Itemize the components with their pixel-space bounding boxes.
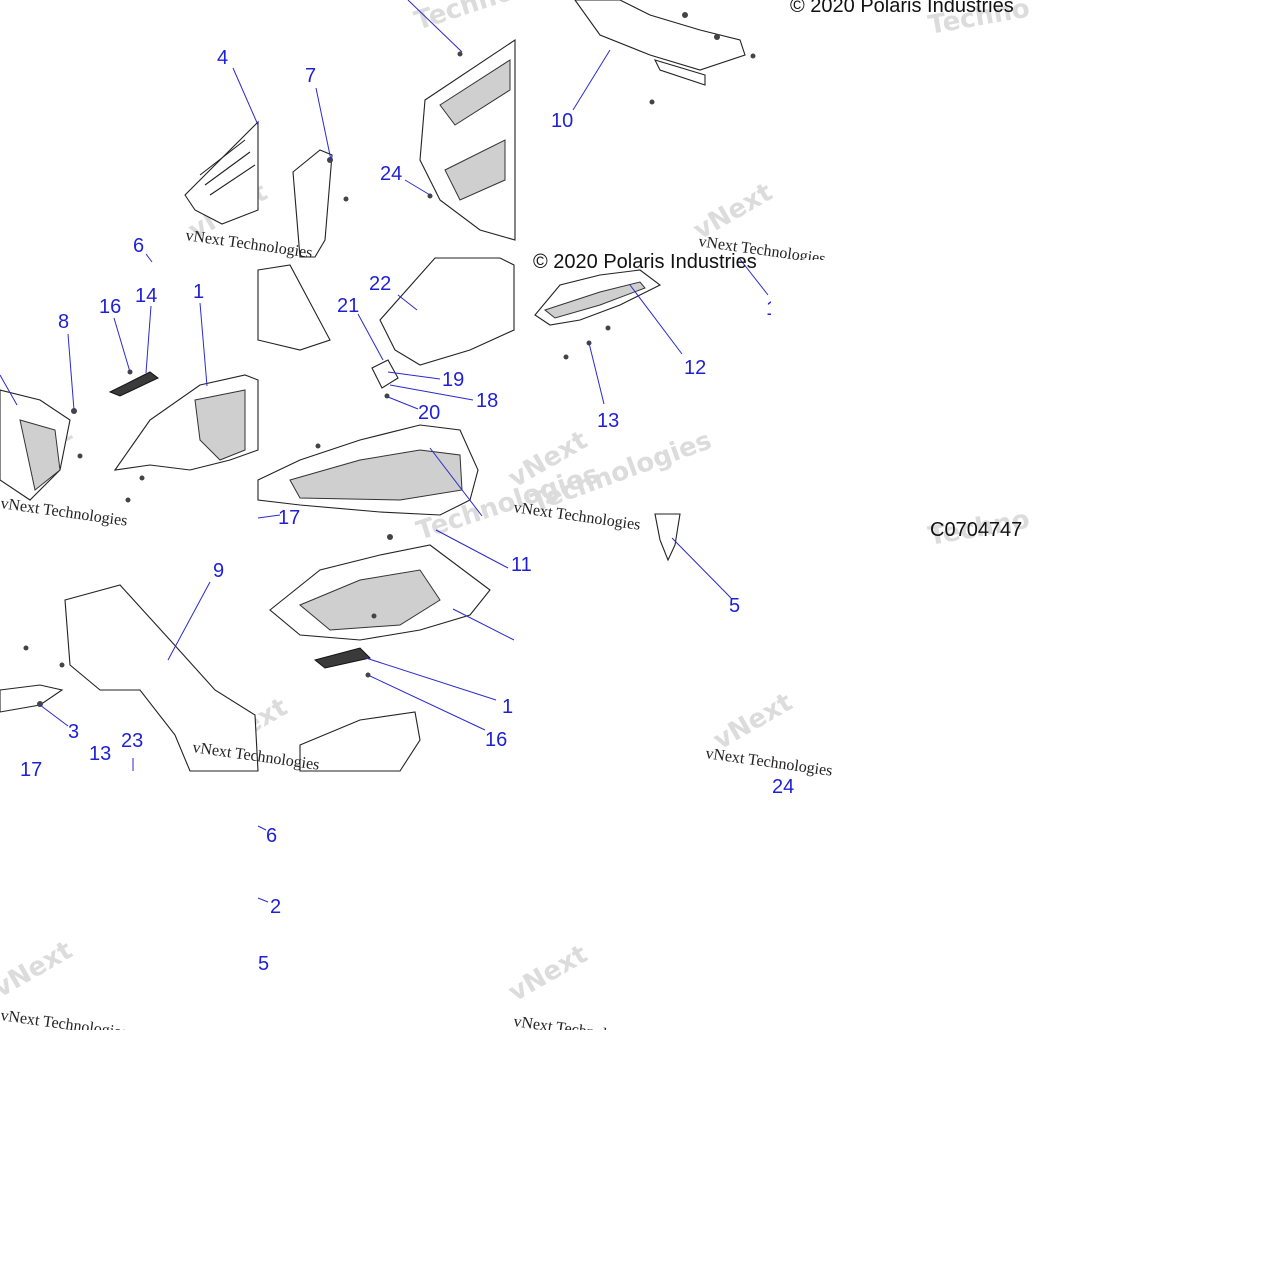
fastener-icon xyxy=(457,51,463,57)
front-bumper-part xyxy=(574,0,746,71)
footrest-tread-right-part xyxy=(313,647,371,669)
callout-number: 4 xyxy=(217,47,228,69)
fastener-icon xyxy=(23,645,29,651)
tile-row2-left xyxy=(0,264,331,503)
diagram-code: C0704747 xyxy=(930,519,1022,541)
fastener-icon xyxy=(327,157,333,163)
callout-number: 1 xyxy=(502,696,513,718)
watermark-text: vNext Technologies xyxy=(184,227,313,262)
watermark-light: vNext xyxy=(709,687,798,756)
callout-number: 16 xyxy=(99,296,121,318)
fastener-icon xyxy=(387,534,393,540)
fastener-icon xyxy=(77,453,83,459)
copyright-text: © 2020 Polaris Industries xyxy=(790,0,1014,17)
callout-number: 7 xyxy=(305,65,316,87)
callout-number: 5 xyxy=(729,595,740,617)
callout-number: 24 xyxy=(772,776,794,798)
rear-fender-shade-part xyxy=(194,389,246,461)
fastener-icon xyxy=(605,325,611,331)
callout-number: 13 xyxy=(89,743,111,765)
skid-plate-shade-part xyxy=(543,281,646,319)
tile-row3-left xyxy=(0,584,259,772)
callout-number: 10 xyxy=(551,110,573,132)
latch-part xyxy=(371,359,399,389)
hood-shade-part xyxy=(439,59,511,126)
bumper-detail-part xyxy=(653,59,706,86)
grille-lines-part xyxy=(199,139,256,196)
callout-number: 11 xyxy=(511,554,532,576)
callout-number: 2 xyxy=(270,896,281,918)
blank-area xyxy=(0,1030,1285,1285)
fastener-icon xyxy=(649,99,655,105)
fastener-icon xyxy=(371,613,377,619)
tile-row2-right xyxy=(534,269,662,360)
floor-panel-part xyxy=(257,264,331,351)
fastener-icon xyxy=(714,34,720,40)
callout-number: 22 xyxy=(369,273,391,295)
rocker-panel-part xyxy=(0,684,64,713)
callout-number: 5 xyxy=(258,953,269,975)
fender-flare-part xyxy=(654,513,681,562)
watermark-light: Technologies xyxy=(411,0,601,37)
fastener-icon xyxy=(343,196,349,202)
callout-number: 18 xyxy=(476,390,498,412)
callout-number: 21 xyxy=(337,295,359,317)
tile-top-left xyxy=(184,120,259,225)
callout-number: 17 xyxy=(278,507,300,529)
fastener-icon xyxy=(365,672,371,678)
blank-area xyxy=(771,260,1030,514)
side-panel-part xyxy=(64,584,259,772)
fastener-icon xyxy=(125,497,131,503)
leader-lines xyxy=(0,0,769,903)
callout-number: 9 xyxy=(213,560,224,582)
callout-number: 1 xyxy=(193,281,204,303)
fastener-icon xyxy=(71,408,77,414)
rocker-right-part xyxy=(299,711,421,772)
callout-number: 8 xyxy=(58,311,69,333)
callout-number: 16 xyxy=(485,729,507,751)
fender-left-shade-part xyxy=(19,419,61,491)
tile-row3-middle xyxy=(269,534,491,772)
watermark-text: vNext Technologies xyxy=(0,495,128,530)
access-panel-part xyxy=(379,257,515,366)
tile-top-right xyxy=(574,0,756,105)
watermark-light: vNext xyxy=(504,939,593,1008)
watermark-light: vNext xyxy=(0,935,78,1004)
fastener-icon xyxy=(682,12,688,18)
callout-number: 6 xyxy=(133,235,144,257)
callout-number: 13 xyxy=(597,410,619,432)
floor-frame-shade-part xyxy=(289,449,463,501)
fastener-icon xyxy=(139,475,145,481)
callout-number: 19 xyxy=(442,369,464,391)
callout-number: 14 xyxy=(135,285,157,307)
watermark-text: vNext Technologies xyxy=(512,499,641,534)
callout-number: 20 xyxy=(418,402,440,424)
watermark-text: vNext Technologies xyxy=(704,745,833,780)
tile-top-middle xyxy=(292,38,516,258)
callout-number: 23 xyxy=(121,730,143,752)
fastener-icon xyxy=(59,662,65,668)
callout-number: 24 xyxy=(380,163,402,185)
footrest-tread-part xyxy=(108,371,159,397)
fastener-icon xyxy=(750,53,756,59)
rear-fender-right-shade-part xyxy=(299,569,441,631)
fastener-icon xyxy=(563,354,569,360)
callout-number: 6 xyxy=(266,825,277,847)
callout-number: 12 xyxy=(684,357,706,379)
fastener-icon xyxy=(315,443,321,449)
callout-numbers: 4 7 10 24 6 16 14 1 8 21 22 19 18 20 12 … xyxy=(20,47,794,975)
copyright-text: © 2020 Polaris Industries xyxy=(533,251,757,273)
hood-shade-part xyxy=(444,139,506,201)
tile-row2-middle xyxy=(257,257,515,516)
callout-number: 3 xyxy=(68,721,79,743)
tile-row3-right xyxy=(654,513,681,562)
bracket-part xyxy=(292,149,333,258)
callout-number: 17 xyxy=(20,759,42,781)
